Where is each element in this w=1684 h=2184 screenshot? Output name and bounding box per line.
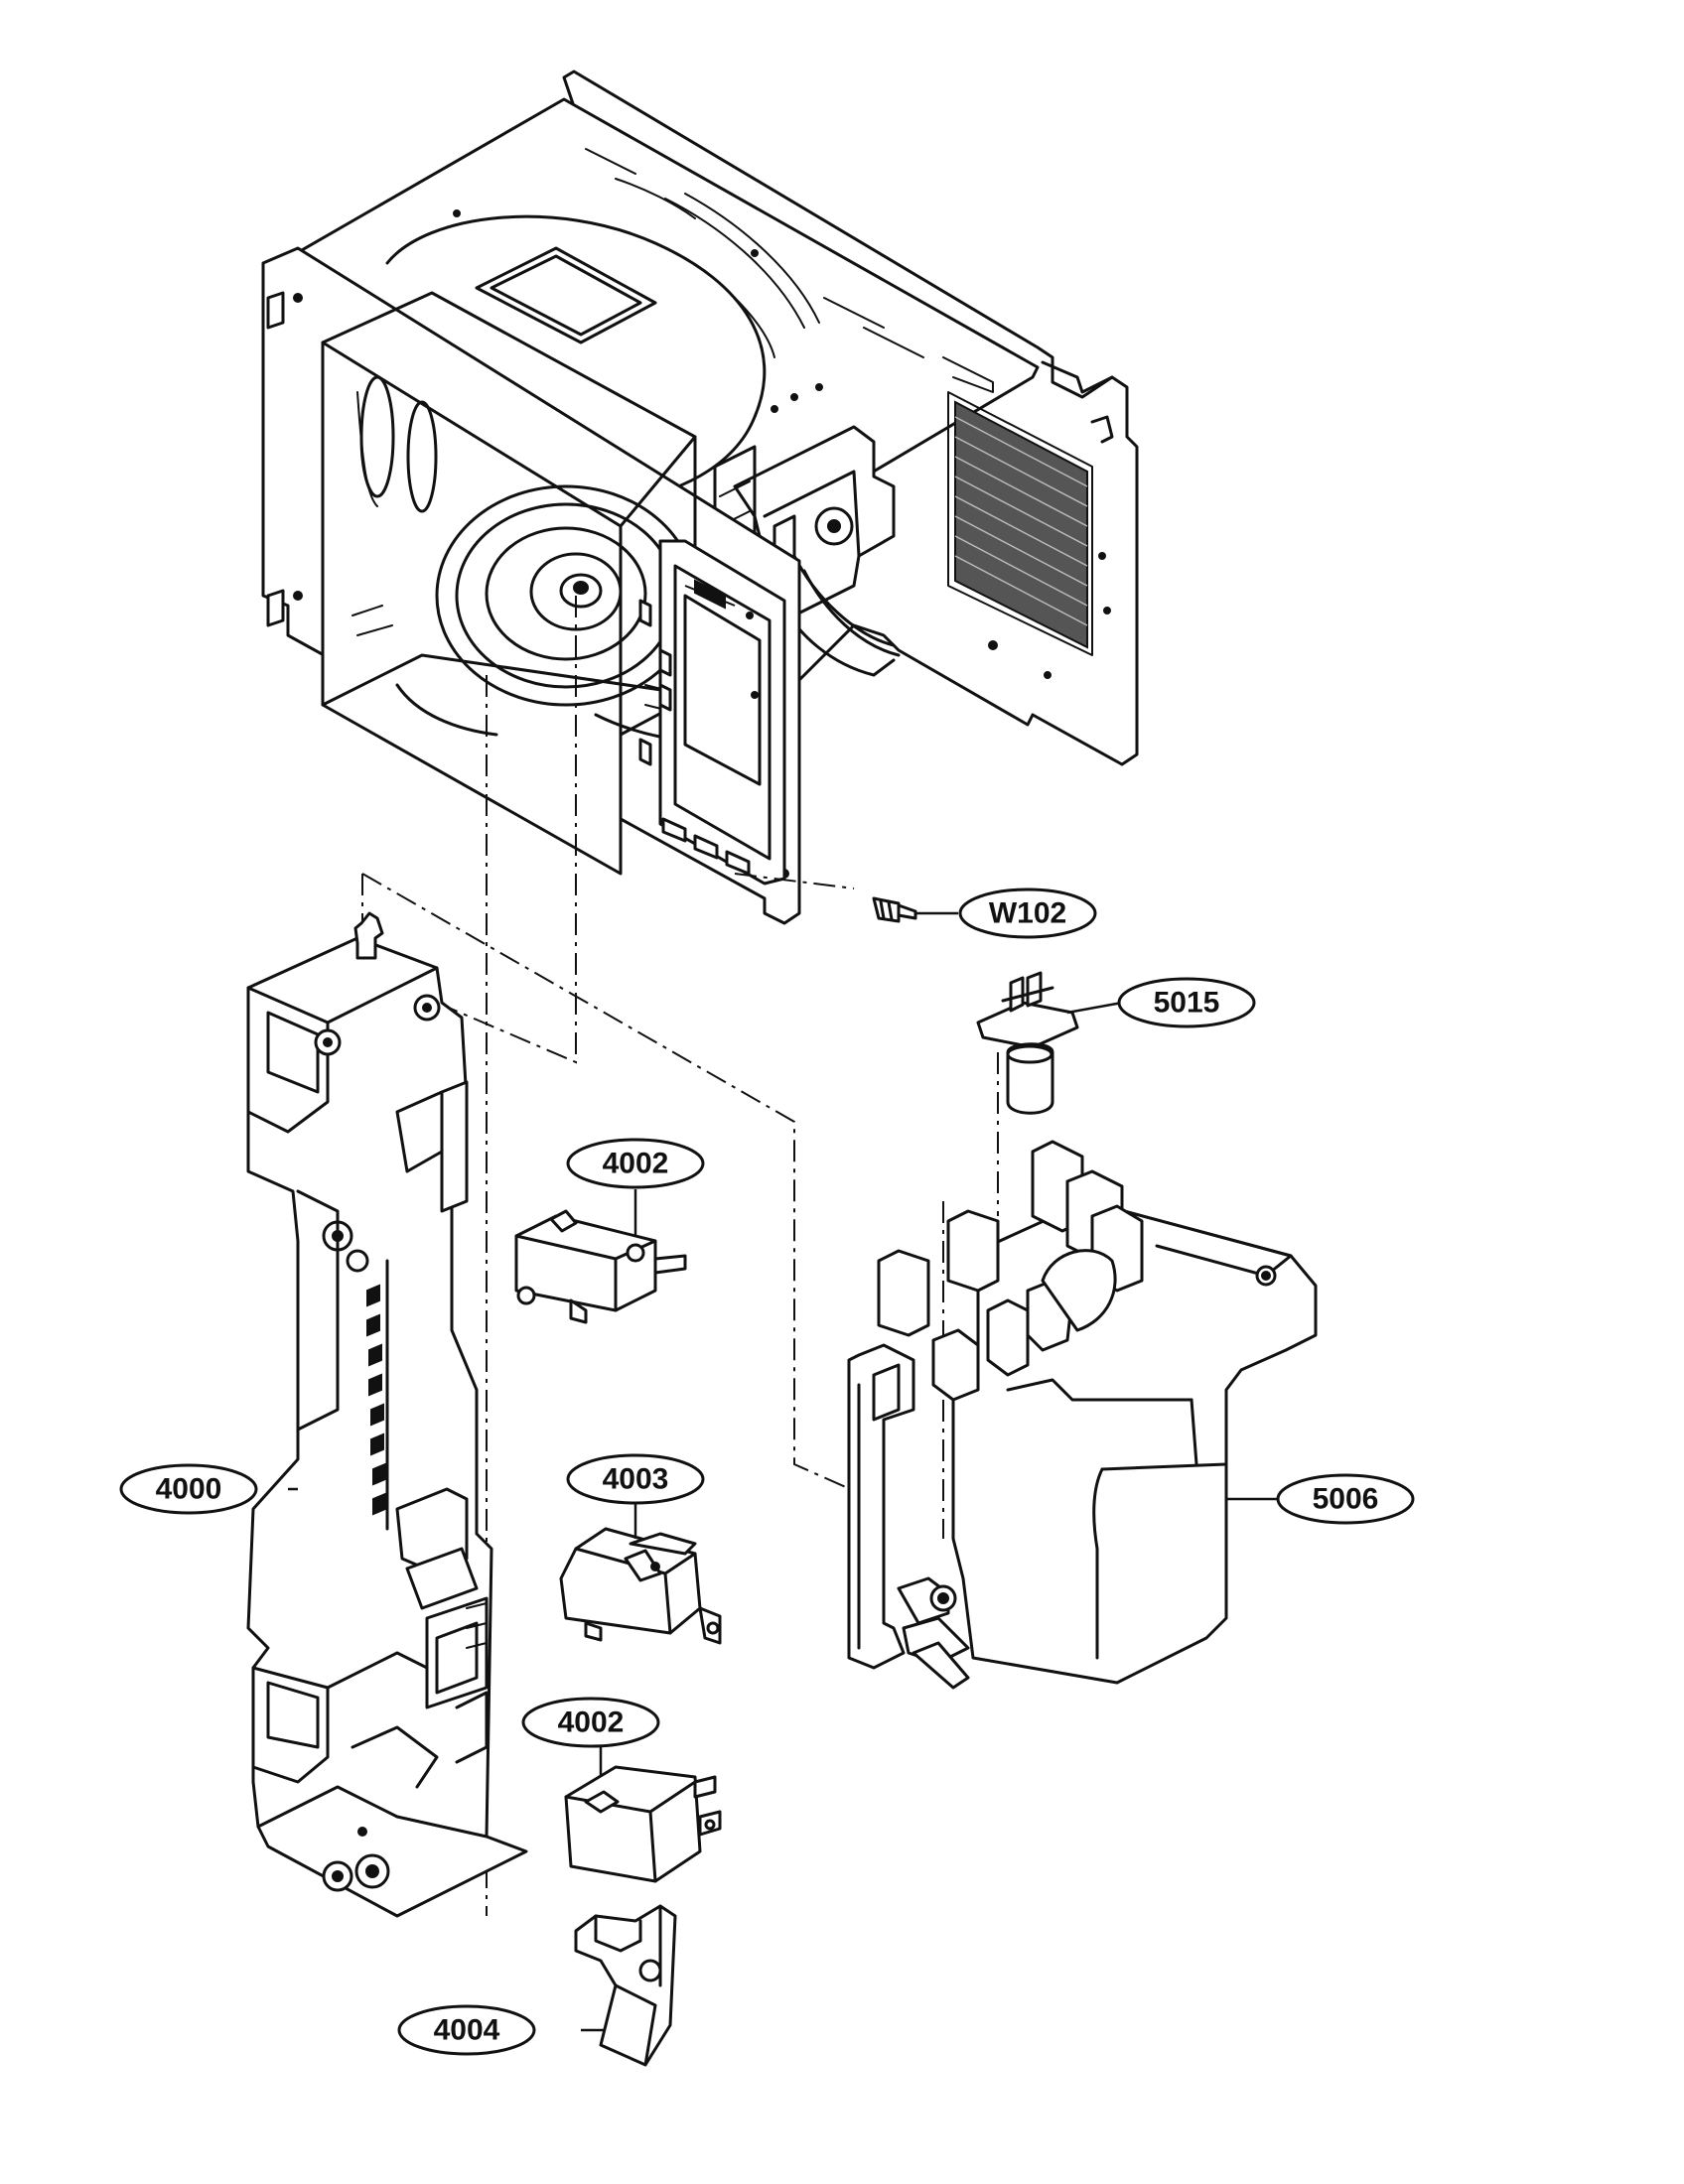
lamp-5015 <box>976 971 1079 1115</box>
microswitch-4003 <box>559 1527 722 1645</box>
lamp-bracket-5006 <box>847 1140 1318 1690</box>
microswitch-4002-upper <box>514 1209 687 1324</box>
callout-4003: 4003 <box>566 1453 705 1505</box>
callout-4004-label: 4004 <box>434 2014 500 2047</box>
callout-4000-label: 4000 <box>156 1473 222 1506</box>
callout-w102-label: W102 <box>989 897 1066 930</box>
vent-grid <box>954 400 1088 649</box>
screw-w102 <box>872 896 917 923</box>
callout-w102: W102 <box>958 887 1097 939</box>
lever-4004 <box>574 1904 677 2067</box>
callout-4000: 4000 <box>119 1463 258 1515</box>
callout-4002-upper: 4002 <box>566 1138 705 1189</box>
callout-4002-lower-label: 4002 <box>558 1706 625 1739</box>
oven-cavity-assembly <box>261 69 1139 925</box>
callout-5015: 5015 <box>1117 977 1256 1028</box>
microswitch-4002-lower <box>564 1765 722 1883</box>
callout-5015-label: 5015 <box>1154 987 1220 1020</box>
rack-teeth <box>366 1284 386 1516</box>
callout-4002-upper-label: 4002 <box>603 1148 669 1180</box>
callout-4003-label: 4003 <box>603 1463 669 1496</box>
callout-4002-lower: 4002 <box>521 1697 660 1748</box>
callout-5006-label: 5006 <box>1313 1483 1379 1516</box>
callout-4004: 4004 <box>397 2004 536 2056</box>
callout-5006: 5006 <box>1276 1473 1415 1525</box>
latch-frame-4000 <box>246 911 528 1918</box>
